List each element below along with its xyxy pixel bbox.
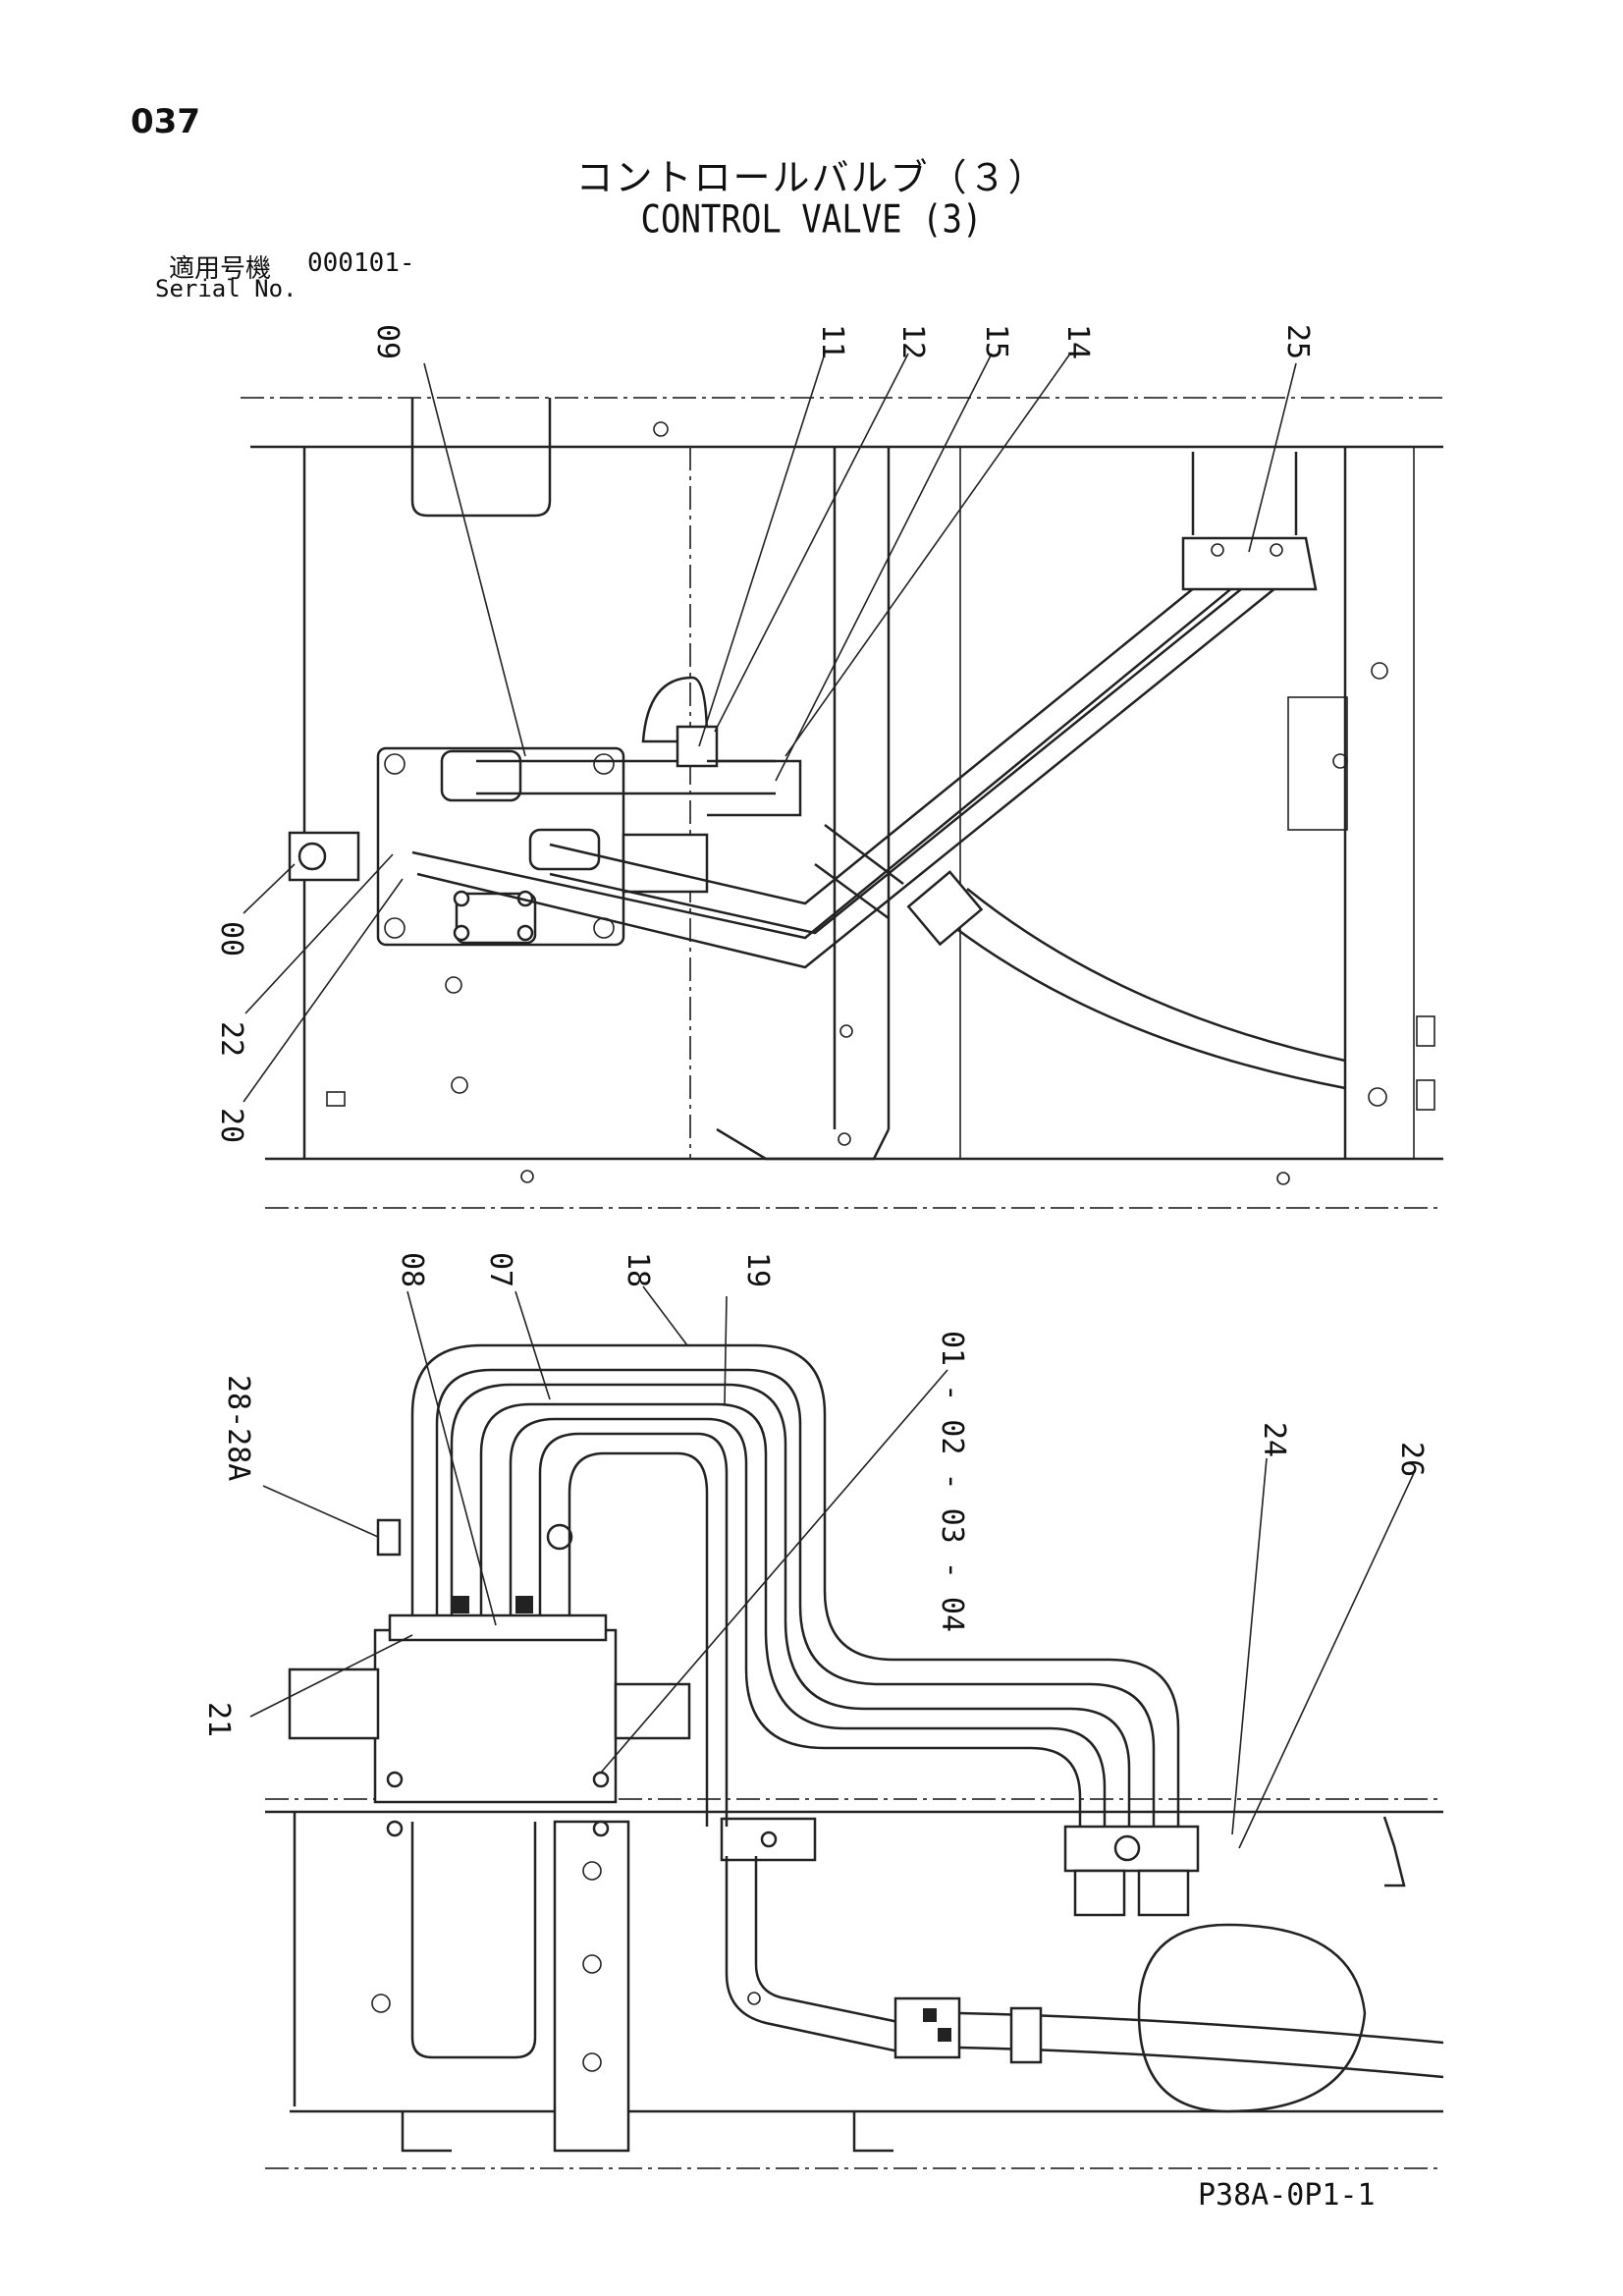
callout-07: 07	[483, 1252, 517, 1287]
page-title-english: CONTROL VALVE (3)	[640, 197, 983, 243]
callout-01-02-03-04: 01 - 02 - 03 - 04	[935, 1331, 969, 1632]
callout-19: 19	[740, 1252, 775, 1287]
callout-14: 14	[1060, 324, 1095, 359]
callout-22: 22	[214, 1021, 248, 1057]
upper-view: 09 11 12 15 14 25 00 22 20	[214, 324, 1443, 1209]
serial-number-value: 000101-	[307, 248, 415, 278]
callout-09: 09	[370, 324, 405, 359]
callout-15: 15	[979, 324, 1013, 359]
lower-view: 08 07 18 19 01 - 02 - 03 - 04 28-28A 24 …	[201, 1252, 1444, 2169]
page-number: 037	[131, 102, 200, 141]
callout-24: 24	[1257, 1422, 1291, 1457]
serial-label-japanese: 適用号機	[169, 254, 272, 284]
drawing-code: P38A-0P1-1	[1198, 2178, 1376, 2213]
page-title-japanese: コントロールバルブ（３）	[575, 156, 1048, 199]
callout-18: 18	[621, 1252, 655, 1287]
callout-21: 21	[201, 1702, 236, 1737]
callout-25: 25	[1280, 324, 1315, 359]
callout-00: 00	[214, 921, 248, 957]
callout-20: 20	[214, 1108, 248, 1143]
callout-12: 12	[895, 324, 930, 359]
serial-label-english: Serial No.	[155, 275, 298, 302]
callout-08: 08	[395, 1252, 429, 1287]
callout-26: 26	[1394, 1442, 1429, 1477]
callout-11: 11	[815, 324, 849, 359]
callout-28-28A: 28-28A	[221, 1375, 255, 1481]
